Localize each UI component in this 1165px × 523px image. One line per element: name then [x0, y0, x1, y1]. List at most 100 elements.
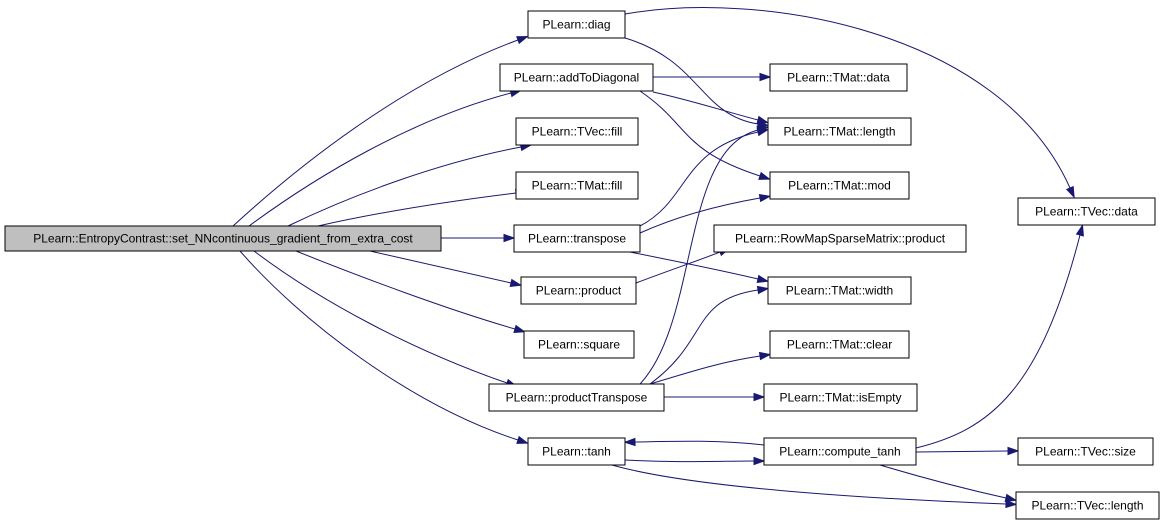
edge-root-to-tvec_fill: [287, 143, 533, 227]
node-box: [769, 330, 910, 359]
arrowhead: [753, 456, 766, 466]
edge-line: [879, 464, 1007, 499]
edge-root-to-transpose: [441, 233, 516, 243]
node-tmat_data[interactable]: PLearn::TMat::data: [769, 63, 908, 92]
node-box: [1017, 437, 1154, 466]
node-tanh[interactable]: PLearn::tanh: [527, 437, 626, 466]
call-nodes: PLearn::EntropyContrast::set_NNcontinuou…: [4, 10, 1160, 520]
edge-line: [639, 131, 759, 227]
arrowhead: [758, 351, 772, 361]
arrowhead: [1005, 499, 1018, 509]
arrowhead: [1007, 446, 1020, 456]
edge-line: [639, 129, 759, 385]
edge-root-to-square: [295, 250, 527, 333]
node-box: [488, 383, 665, 412]
node-label: PLearn::EntropyContrast::set_NNcontinuou…: [33, 232, 413, 246]
arrowhead: [758, 171, 771, 180]
node-label: PLearn::TVec::size: [1035, 445, 1136, 459]
edge-line: [295, 250, 516, 330]
node-label: PLearn::TMat::isEmpty: [779, 391, 901, 405]
node-label: PLearn::addToDiagonal: [514, 71, 639, 85]
node-label: PLearn::transpose: [528, 232, 626, 246]
node-box: [1015, 491, 1160, 520]
node-diag[interactable]: PLearn::diag: [527, 10, 626, 39]
edge-diag-to-tvec_data: [624, 7, 1075, 199]
arrowhead: [756, 115, 770, 124]
node-root[interactable]: PLearn::EntropyContrast::set_NNcontinuou…: [4, 225, 442, 252]
arrowhead: [756, 126, 770, 135]
node-label: PLearn::TMat::length: [783, 125, 895, 139]
edge-line: [635, 251, 721, 284]
edge-line: [624, 7, 1071, 189]
node-tvec_data[interactable]: PLearn::TVec::data: [1017, 197, 1156, 226]
edge-addToDiagonal-to-tmat_mod: [639, 90, 771, 180]
node-label: PLearn::TMat::clear: [787, 338, 892, 352]
edge-root-to-tmat_fill: [317, 188, 528, 227]
node-tmat_clear[interactable]: PLearn::TMat::clear: [769, 330, 910, 359]
node-product[interactable]: PLearn::product: [520, 276, 637, 305]
edge-productTranspose-to-tmat_isEmpty: [664, 392, 766, 402]
edge-root-to-productTranspose: [253, 250, 518, 387]
node-label: PLearn::TMat::fill: [532, 179, 623, 193]
node-label: PLearn::compute_tanh: [779, 445, 900, 459]
node-label: PLearn::tanh: [542, 445, 611, 459]
edge-root-to-product: [369, 250, 523, 287]
node-label: PLearn::square: [538, 338, 620, 352]
node-box: [1017, 197, 1156, 226]
node-tvec_length[interactable]: PLearn::TVec::length: [1015, 491, 1160, 520]
node-tvec_fill[interactable]: PLearn::TVec::fill: [515, 117, 639, 146]
node-box: [763, 383, 918, 412]
node-box: [769, 63, 908, 92]
arrowhead: [756, 274, 770, 283]
node-box: [4, 225, 442, 252]
edge-line: [639, 90, 761, 177]
edge-productTranspose-to-tmat_width: [649, 285, 770, 385]
edge-compute_tanh-to-tvec_length: [879, 464, 1018, 502]
edge-line: [317, 192, 517, 227]
edge-line: [248, 92, 512, 227]
edge-line: [915, 450, 1009, 453]
node-tmat_length[interactable]: PLearn::TMat::length: [767, 117, 912, 146]
node-tvec_size[interactable]: PLearn::TVec::size: [1017, 437, 1154, 466]
node-tmat_fill[interactable]: PLearn::TMat::fill: [515, 171, 639, 200]
node-label: PLearn::TMat::width: [786, 284, 893, 298]
edge-line: [629, 251, 759, 280]
node-tmat_width[interactable]: PLearn::TMat::width: [767, 276, 912, 305]
node-box: [520, 276, 637, 305]
edge-productTranspose-to-tmat_length: [639, 126, 770, 385]
node-square[interactable]: PLearn::square: [523, 330, 635, 359]
node-box: [763, 437, 917, 466]
arrowhead: [513, 324, 527, 333]
node-rowmap_product[interactable]: PLearn::RowMapSparseMatrix::product: [713, 224, 967, 253]
node-productTranspose[interactable]: PLearn::productTranspose: [488, 383, 665, 412]
edge-line: [915, 234, 1081, 449]
edge-root-to-addToDiagonal: [248, 89, 523, 227]
node-box: [499, 63, 654, 92]
node-label: PLearn::productTranspose: [506, 391, 648, 405]
edge-line: [232, 39, 519, 227]
node-compute_tanh[interactable]: PLearn::compute_tanh: [763, 437, 917, 466]
arrowhead: [503, 233, 516, 243]
arrowhead: [516, 35, 529, 45]
node-transpose[interactable]: PLearn::transpose: [513, 224, 641, 253]
edge-line: [611, 464, 1007, 505]
edge-compute_tanh-to-tvec_size: [915, 446, 1020, 456]
call-edges: [232, 7, 1084, 509]
node-box: [767, 117, 912, 146]
arrowhead: [509, 278, 523, 287]
edge-productTranspose-to-tmat_clear: [649, 351, 772, 385]
edge-transpose-to-tmat_length: [639, 128, 770, 227]
node-box: [527, 10, 626, 39]
edge-root-to-tanh: [239, 250, 529, 444]
edge-line: [624, 459, 755, 463]
edge-line: [634, 440, 765, 446]
node-addToDiagonal[interactable]: PLearn::addToDiagonal: [499, 63, 654, 92]
edge-transpose-to-tmat_width: [629, 251, 770, 283]
arrowhead: [758, 193, 772, 203]
node-label: PLearn::TVec::data: [1035, 205, 1138, 219]
edge-compute_tanh-to-tanh: [623, 437, 765, 447]
node-tmat_isEmpty[interactable]: PLearn::TMat::isEmpty: [763, 383, 918, 412]
node-label: PLearn::TMat::mod: [788, 179, 891, 193]
node-tmat_mod[interactable]: PLearn::TMat::mod: [769, 171, 910, 200]
